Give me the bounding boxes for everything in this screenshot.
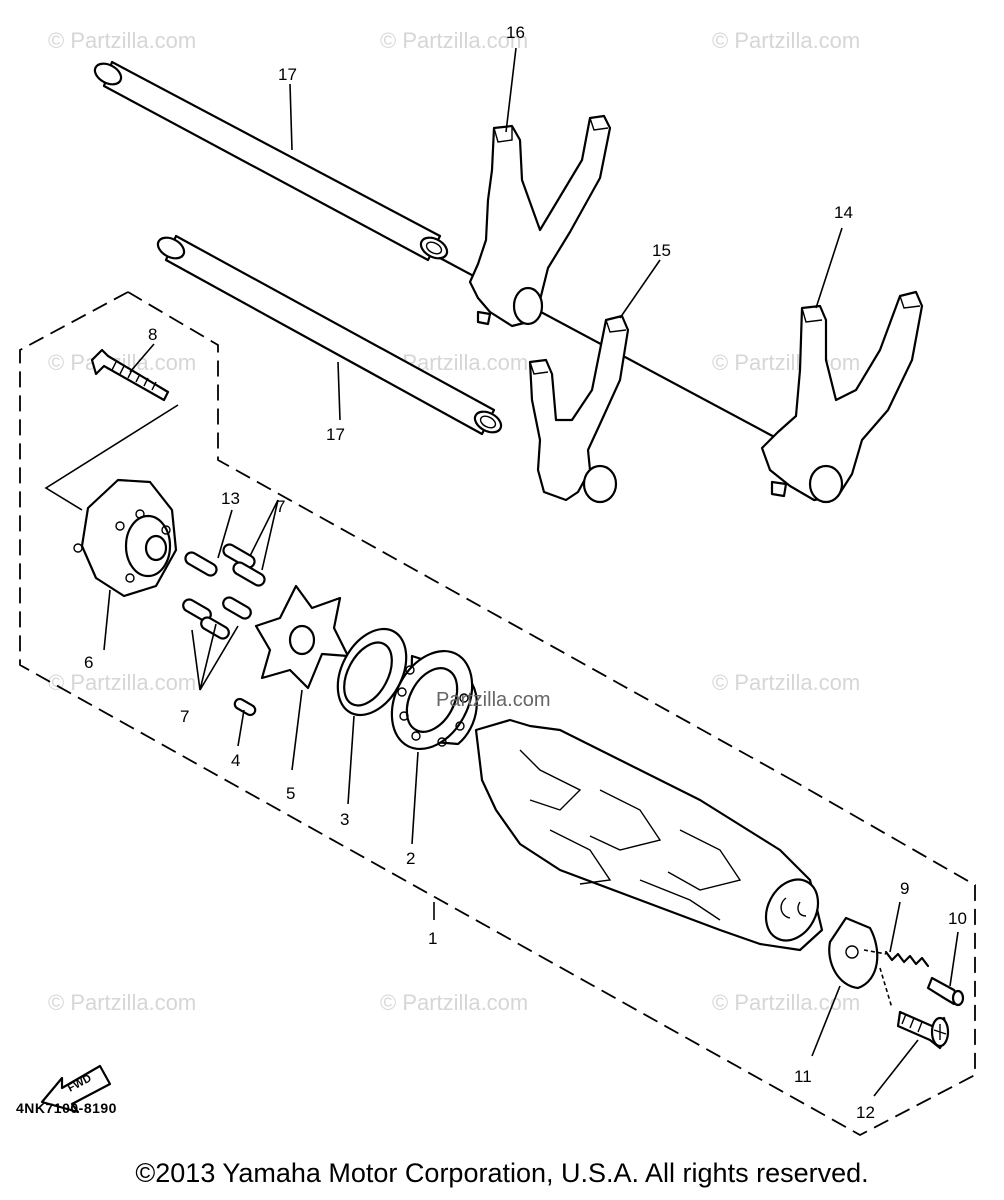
callout-4: 4 [231,751,240,770]
shift-drum [474,718,824,952]
callout-11: 11 [794,1067,812,1086]
watermark: © Partzilla.com [48,28,196,53]
center-watermark: Partzilla.com [436,689,550,711]
copyright-notice: ©2013 Yamaha Motor Corporation, U.S.A. A… [135,1158,869,1188]
callout-3: 3 [340,810,349,829]
shift-fork-14 [760,290,924,504]
spring-9 [884,950,930,968]
watermark: © Partzilla.com [380,28,528,53]
callout-12: 12 [856,1103,875,1122]
callout-5: 5 [286,784,295,803]
bolt-guide-line [44,404,179,511]
callout-14: 14 [834,203,853,222]
callout-2: 2 [406,849,415,868]
bearing-2 [390,649,478,751]
callout-17: 17 [278,65,297,84]
callout-8: 8 [148,325,157,344]
shift-fork-15 [528,314,630,504]
assembly-boundary [19,291,976,1137]
screw-12 [896,1010,950,1050]
callout-13: 13 [221,489,240,508]
watermark: © Partzilla.com [48,670,196,695]
star-segment-5 [254,584,350,690]
callout-7: 7 [276,497,285,516]
callout-17: 17 [326,425,345,444]
callouts: 1 2 3 4 5 6 7 7 8 9 10 11 12 13 14 15 16… [84,23,967,1122]
pins-group-upper [184,543,266,587]
pin-10 [926,976,965,1007]
callout-6: 6 [84,653,93,672]
segment-6 [73,478,178,598]
callout-15: 15 [652,241,671,260]
leader-lines [103,47,959,1097]
plate-11 [828,916,879,990]
shift-fork-shaft-lower [156,234,503,436]
watermark: © Partzilla.com [712,990,860,1015]
part-number: 4NK7100-8190 [16,1100,117,1116]
callout-9: 9 [900,879,909,898]
watermark: © Partzilla.com [380,990,528,1015]
watermark: © Partzilla.com [712,350,860,375]
callout-7: 7 [180,707,189,726]
watermark: © Partzilla.com [712,670,860,695]
callout-10: 10 [948,909,967,928]
watermark: © Partzilla.com [712,28,860,53]
bolt-8 [90,348,170,402]
shift-fork-16 [468,114,612,328]
watermark: © Partzilla.com [48,990,196,1015]
pin-4 [233,697,257,717]
callout-16: 16 [506,23,525,42]
callout-1: 1 [428,929,437,948]
